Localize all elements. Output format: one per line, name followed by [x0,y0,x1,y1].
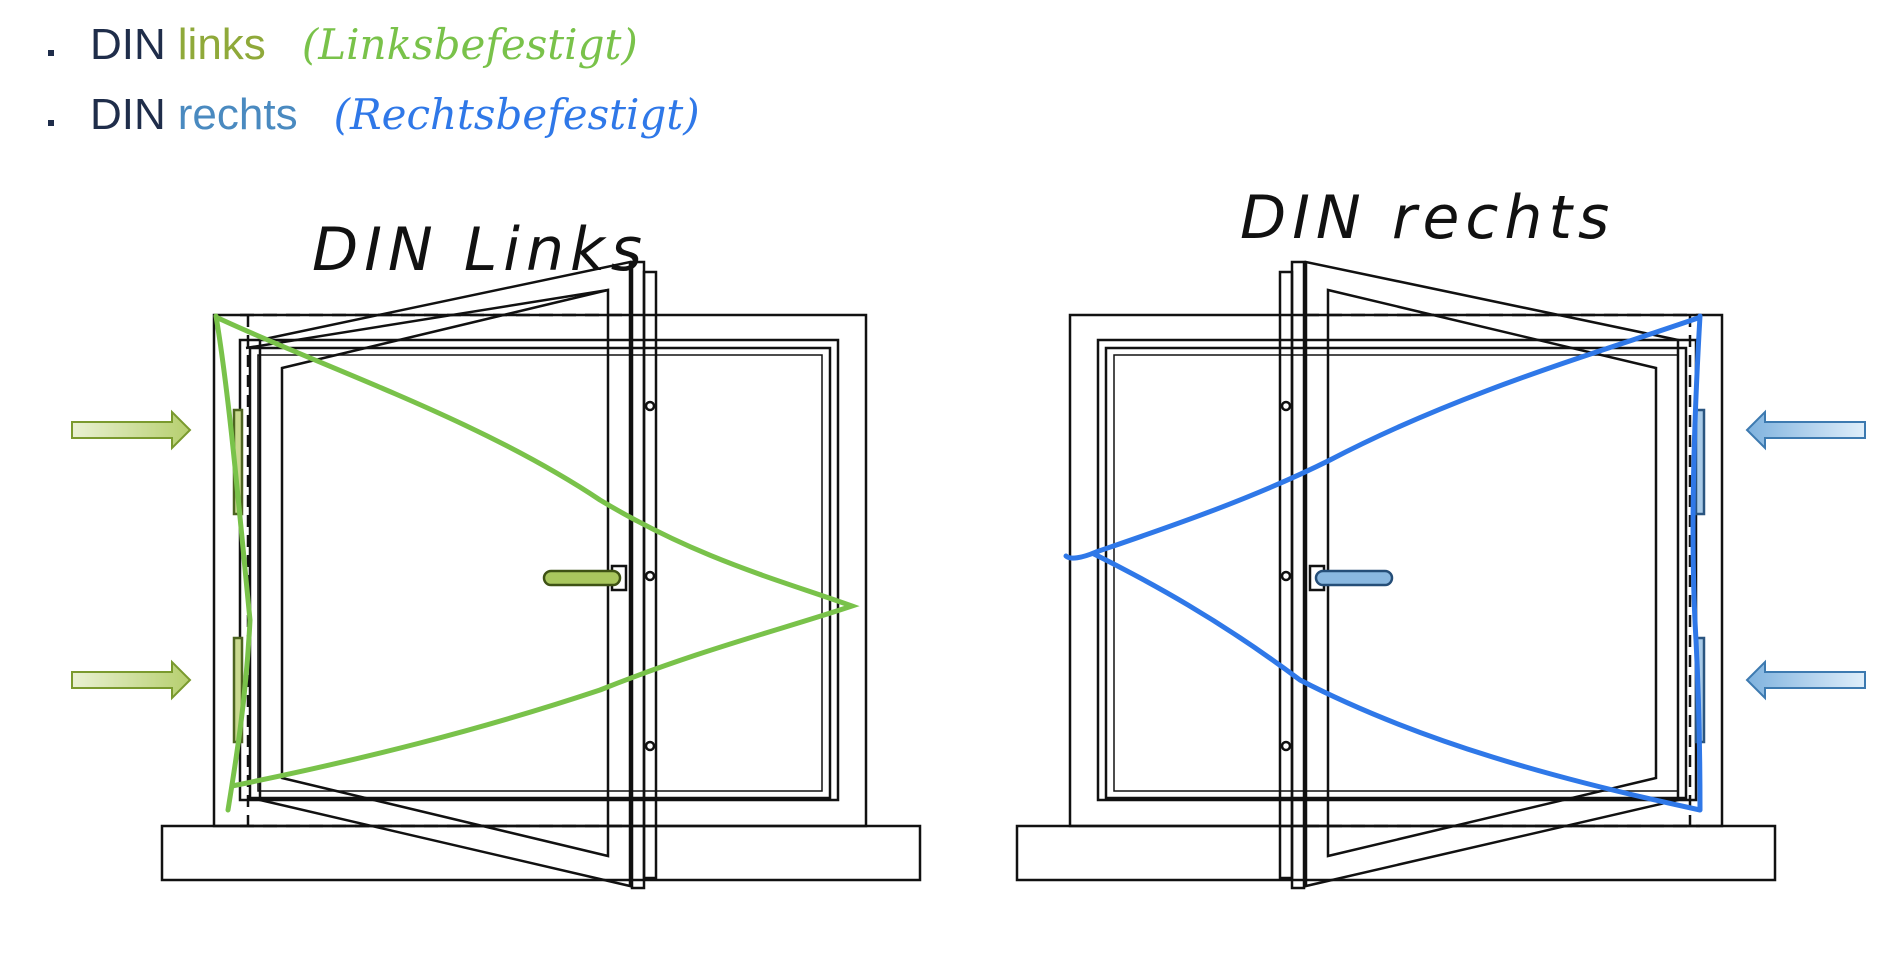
arrow-right-icon [71,659,192,701]
sash-edge [1290,260,1306,890]
window-sill [160,824,922,882]
glass-frame [1104,346,1688,800]
bullet-marker [48,50,54,56]
lock-point [1280,740,1292,752]
window-din-rechts [1015,260,1777,890]
diagram-title-rechts: DIN rechts [1240,183,1615,253]
lock-point [1280,400,1292,412]
frame-inner-edge [1096,338,1698,802]
outer-frame [212,313,868,828]
ink-triangle-links [213,313,860,813]
bullet-prefix: DIN [90,20,166,69]
bullet-marker [48,120,54,126]
outer-frame [1068,313,1724,828]
lock-point [1280,570,1292,582]
open-sash [1304,260,1680,888]
sash-edge [630,260,646,890]
arrow-left-icon [1745,409,1866,451]
window-handle [1314,569,1394,587]
diagram-title-links: DIN Links [312,215,648,285]
sash-inner [1326,288,1658,858]
ink-triangle-rechts [1063,313,1703,813]
lock-point [644,740,656,752]
arrow-right-icon [71,409,192,451]
bullet-prefix: DIN [90,90,166,139]
lock-point [644,400,656,412]
handwritten-note-rechts: (Rechtsbefestigt) [333,90,700,139]
window-sill [1015,824,1777,882]
sash-edge-inner [1278,270,1294,880]
sash-edge-inner [642,270,658,880]
bullet-term-links: links [177,20,266,69]
window-handle [542,569,622,587]
window-din-links [160,260,922,890]
sash-inner [280,288,610,858]
arrow-left-icon [1745,659,1866,701]
frame-inner-edge [238,338,840,802]
handwritten-note-links: (Linksbefestigt) [301,20,638,69]
bullet-term-rechts: rechts [177,90,298,139]
open-sash [258,260,632,888]
lock-point [644,570,656,582]
glass-frame [248,346,832,800]
